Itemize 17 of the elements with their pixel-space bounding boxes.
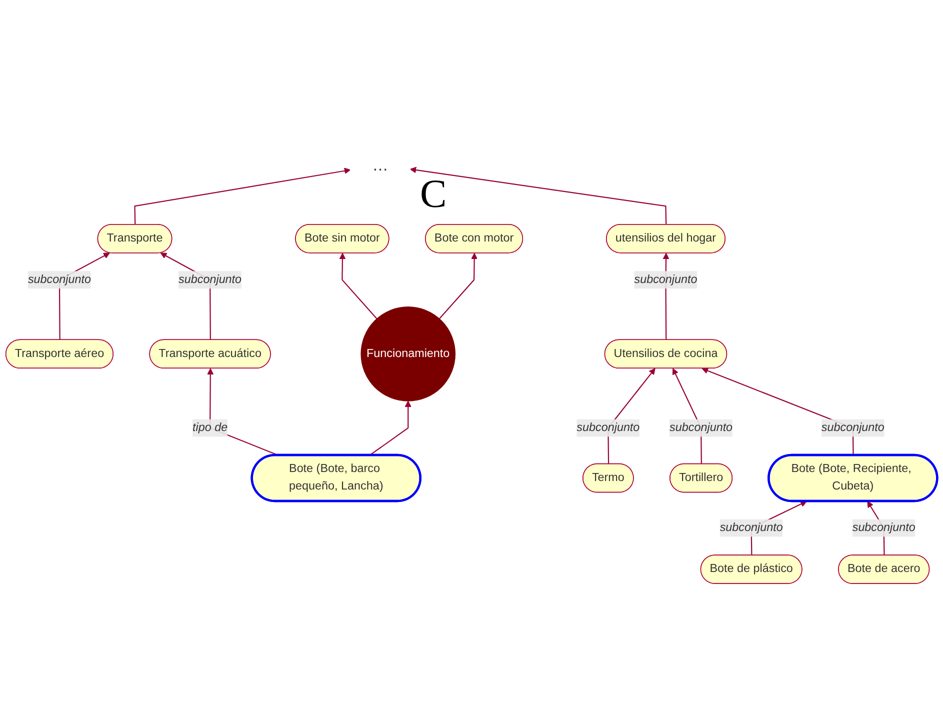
- edge-label: tipo de: [192, 421, 228, 434]
- edge-label: subconjunto: [634, 273, 698, 286]
- edge-label: subconjunto: [821, 421, 884, 434]
- arrow: [134, 167, 351, 225]
- edge-label: subconjunto: [576, 421, 640, 434]
- arrow: [369, 400, 412, 456]
- letter-label: C: [420, 170, 447, 217]
- arrow: [438, 252, 478, 319]
- edge-label: subconjunto: [720, 521, 783, 534]
- edge-label: subconjunto: [670, 421, 733, 434]
- edge-label: subconjunto: [178, 273, 242, 286]
- arrow: [339, 252, 378, 319]
- edge-label: subconjunto: [852, 521, 916, 534]
- edge-label: subconjunto: [28, 273, 91, 286]
- arrow: [410, 166, 667, 225]
- node-circle: Funcionamiento: [360, 306, 456, 402]
- node-text: …: [372, 156, 388, 174]
